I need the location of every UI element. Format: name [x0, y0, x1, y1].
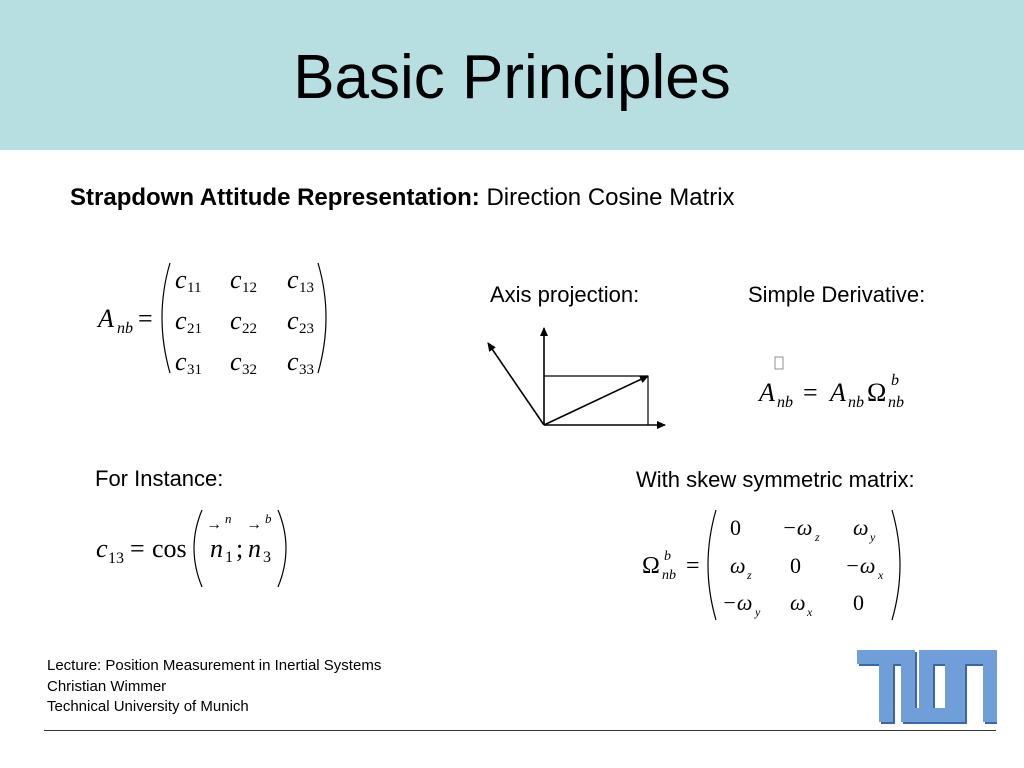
skew-cell-21-value: ω — [730, 553, 746, 578]
derivative-sub-2: nb — [848, 394, 864, 411]
dcm-lhs-sub: nb — [117, 320, 133, 337]
logo-block — [879, 650, 893, 722]
derivative-sub-1: nb — [777, 394, 793, 411]
tum-logo — [857, 650, 997, 724]
instance-n3-sup: b — [265, 511, 272, 526]
dcm-cell-13-sub: 13 — [299, 280, 314, 296]
instance-right-paren — [277, 509, 287, 588]
derivative-omega: Ω — [867, 378, 886, 407]
skew-eq: = — [686, 553, 700, 579]
dcm-cell-13-c: c — [287, 265, 299, 294]
dcm-cell-22-sub: 22 — [242, 321, 257, 337]
skew-cell-22-value: 0 — [790, 553, 801, 578]
dcm-cell-12-c: c — [230, 265, 242, 294]
dcm-cell-33-c: c — [287, 347, 299, 376]
for-instance-label: For Instance: — [95, 466, 224, 491]
derivative-sub-3: nb — [888, 394, 904, 411]
derivative-label: Simple Derivative: — [748, 282, 926, 307]
logo-block — [951, 650, 965, 722]
skew-cell-21-sub: z — [746, 568, 752, 582]
instance-cos: cos — [152, 534, 187, 563]
instance-n3-sub: 3 — [263, 549, 271, 566]
skew-cell-23-value: −ω — [845, 553, 875, 578]
footer-line-3: Technical University of Munich — [47, 698, 249, 715]
dcm-cell-11-sub: 11 — [187, 280, 201, 296]
dcm-cell-33-sub: 33 — [299, 362, 314, 378]
subtitle-rest: Direction Cosine Matrix — [486, 184, 735, 211]
instance-c: c — [96, 534, 108, 563]
footer-line-1: Lecture: Position Measurement in Inertia… — [47, 657, 382, 674]
skew-cell-33-value: 0 — [853, 590, 864, 615]
dcm-cell-21-sub: 21 — [187, 321, 202, 337]
instance-n1-sub: 1 — [225, 549, 233, 566]
slide-title: Basic Principles — [293, 43, 731, 112]
logo-block — [919, 650, 933, 722]
dcm-cell-12-sub: 12 — [242, 280, 257, 296]
skew-cell-32-sub: x — [806, 605, 813, 619]
derivative-sup: b — [891, 372, 899, 389]
skew-cell-12-value: −ω — [782, 515, 812, 540]
dcm-lhs-A: A — [96, 304, 114, 333]
axis-projection-label: Axis projection: — [490, 282, 640, 307]
dcm-eq: = — [138, 304, 153, 333]
axis-projection-diagram — [487, 327, 666, 429]
footer-line-2: Christian Wimmer — [47, 677, 167, 695]
dcm-cell-11-c: c — [175, 265, 187, 294]
dcm-left-paren — [161, 262, 171, 374]
skew-right-paren — [891, 509, 901, 621]
vector-arrow — [543, 375, 649, 426]
skew-cell-11-value: 0 — [730, 515, 741, 540]
derivative-A-dot: A — [757, 378, 775, 407]
logo-block — [983, 650, 997, 722]
subtitle-bold: Strapdown Attitude Representation: — [70, 184, 480, 211]
instance-semicolon: ; — [236, 534, 243, 563]
instance-n1-sup: n — [225, 511, 232, 526]
dcm-cell-23-c: c — [287, 306, 299, 335]
skew-left-paren — [707, 509, 717, 621]
arrow-1-icon: → — [206, 516, 222, 533]
skew-label: With skew symmetric matrix: — [636, 467, 915, 492]
dot-placeholder-icon — [774, 356, 784, 370]
skew-sub: nb — [662, 568, 676, 583]
slide-subtitle: Strapdown Attitude Representation: Direc… — [70, 184, 735, 212]
instance-n1: n — [210, 534, 223, 563]
skew-cell-32-value: ω — [790, 590, 806, 615]
dcm-cell-32-sub: 32 — [242, 362, 257, 378]
instance-equation: c 13 = cos → n n 1 ; → b n 3 — [96, 509, 287, 588]
derivative-eq: = — [803, 378, 818, 407]
logo-block — [901, 664, 915, 722]
instance-n3: n — [248, 534, 261, 563]
skew-omega: Ω — [642, 553, 660, 579]
instance-c-sub: 13 — [108, 550, 124, 567]
title-bar — [0, 0, 1024, 150]
footer: Lecture: Position Measurement in Inertia… — [47, 656, 381, 718]
dcm-cell-32-c: c — [230, 347, 242, 376]
dcm-cell-21-c: c — [175, 306, 187, 335]
skew-cell-12-sub: z — [814, 530, 820, 544]
skew-cell-13-value: ω — [853, 515, 869, 540]
skew-sup: b — [664, 549, 671, 564]
dcm-cell-23-sub: 23 — [299, 321, 314, 337]
dcm-right-paren — [317, 262, 327, 374]
skew-cell-13-sub: y — [869, 530, 876, 544]
instance-left-paren — [193, 509, 203, 588]
arrow-2-icon: → — [246, 516, 262, 533]
footer-divider — [44, 730, 996, 731]
dcm-cell-31-c: c — [175, 347, 187, 376]
dcm-cell-22-c: c — [230, 306, 242, 335]
skew-cell-31-sub: y — [754, 605, 761, 619]
skew-cell-23-sub: x — [877, 568, 884, 582]
rotated-axis-arrow — [487, 342, 545, 426]
dcm-cell-31-sub: 31 — [187, 362, 202, 378]
instance-eq: = — [130, 534, 145, 563]
derivative-A: A — [828, 378, 846, 407]
derivative-equation: A nb = A nb Ω b nb — [757, 356, 904, 411]
skew-cell-31-value: −ω — [722, 590, 752, 615]
